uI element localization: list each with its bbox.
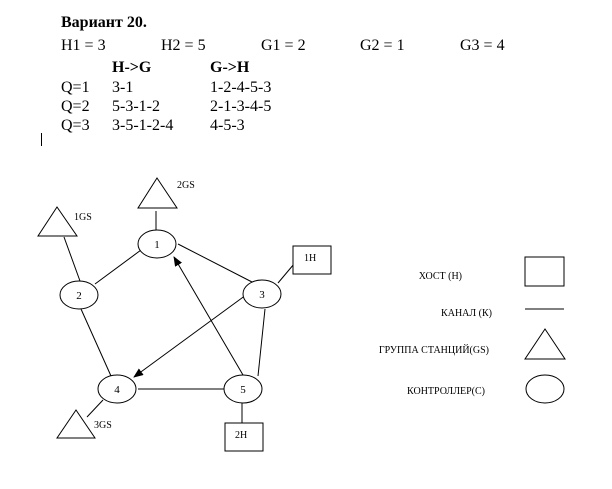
col-g-to-h: G->H	[210, 59, 250, 76]
station-group-3gs	[56, 409, 96, 439]
controller-1-label: 1	[154, 239, 160, 251]
legend-controller-icon	[525, 374, 565, 404]
param-h1: H1 = 3	[61, 37, 106, 54]
legend-controller-label: КОНТРОЛЛЕР(С)	[407, 386, 485, 397]
route-h-to-g: 3-5-1-2-4	[112, 117, 174, 134]
route-h-to-g: 5-3-1-2	[112, 98, 160, 115]
route-q: Q=3	[61, 117, 90, 134]
controller-5	[223, 374, 263, 404]
route-g-to-h: 1-2-4-5-3	[210, 79, 272, 96]
station-group-3gs-label: 3GS	[94, 420, 112, 431]
station-group-2gs-label: 2GS	[177, 180, 195, 191]
controller-5-label: 5	[240, 384, 246, 396]
legend-host-label: ХОСТ (Н)	[419, 271, 462, 282]
variant-title: Вариант 20.	[61, 14, 147, 31]
channel-1-3	[177, 243, 253, 283]
route-q: Q=2	[61, 98, 90, 115]
col-h-to-g: H->G	[112, 59, 152, 76]
station-group-1gs	[37, 206, 78, 237]
controller-3	[242, 279, 282, 309]
station-group-1gs-label: 1GS	[74, 212, 92, 223]
legend-channel-label: КАНАЛ (К)	[441, 308, 492, 319]
legend-station-group-icon	[524, 328, 566, 360]
route-q: Q=1	[61, 79, 90, 96]
controller-2-label: 2	[76, 290, 82, 302]
channel-2-4	[80, 308, 112, 377]
controller-1	[137, 229, 177, 259]
link-1gs-2	[63, 236, 81, 282]
station-group-2gs	[137, 177, 178, 209]
channel-3-5	[257, 308, 266, 377]
channel-3-4-directed	[133, 294, 247, 378]
controller-4	[97, 374, 137, 404]
param-g1: G1 = 2	[261, 37, 306, 54]
link-3gs-4	[86, 399, 104, 418]
legend-station-group-label: ГРУППА СТАНЦИЙ(GS)	[379, 344, 489, 356]
host-2h	[224, 422, 264, 452]
route-g-to-h: 2-1-3-4-5	[210, 98, 272, 115]
param-h2: H2 = 5	[161, 37, 206, 54]
text-cursor	[41, 133, 42, 146]
param-g3: G3 = 4	[460, 37, 505, 54]
controller-2	[59, 280, 99, 310]
host-1h	[292, 245, 332, 275]
route-h-to-g: 3-1	[112, 79, 134, 96]
channel-5-1-directed	[173, 256, 244, 376]
route-g-to-h: 4-5-3	[210, 117, 245, 134]
legend-host-icon	[524, 256, 565, 287]
host-1h-label: 1H	[304, 253, 316, 264]
link-1h-3	[277, 263, 295, 284]
controller-3-label: 3	[259, 289, 265, 301]
param-g2: G2 = 1	[360, 37, 405, 54]
host-2h-label: 2H	[235, 430, 247, 441]
controller-4-label: 4	[114, 384, 120, 396]
channel-1-2	[94, 249, 142, 285]
